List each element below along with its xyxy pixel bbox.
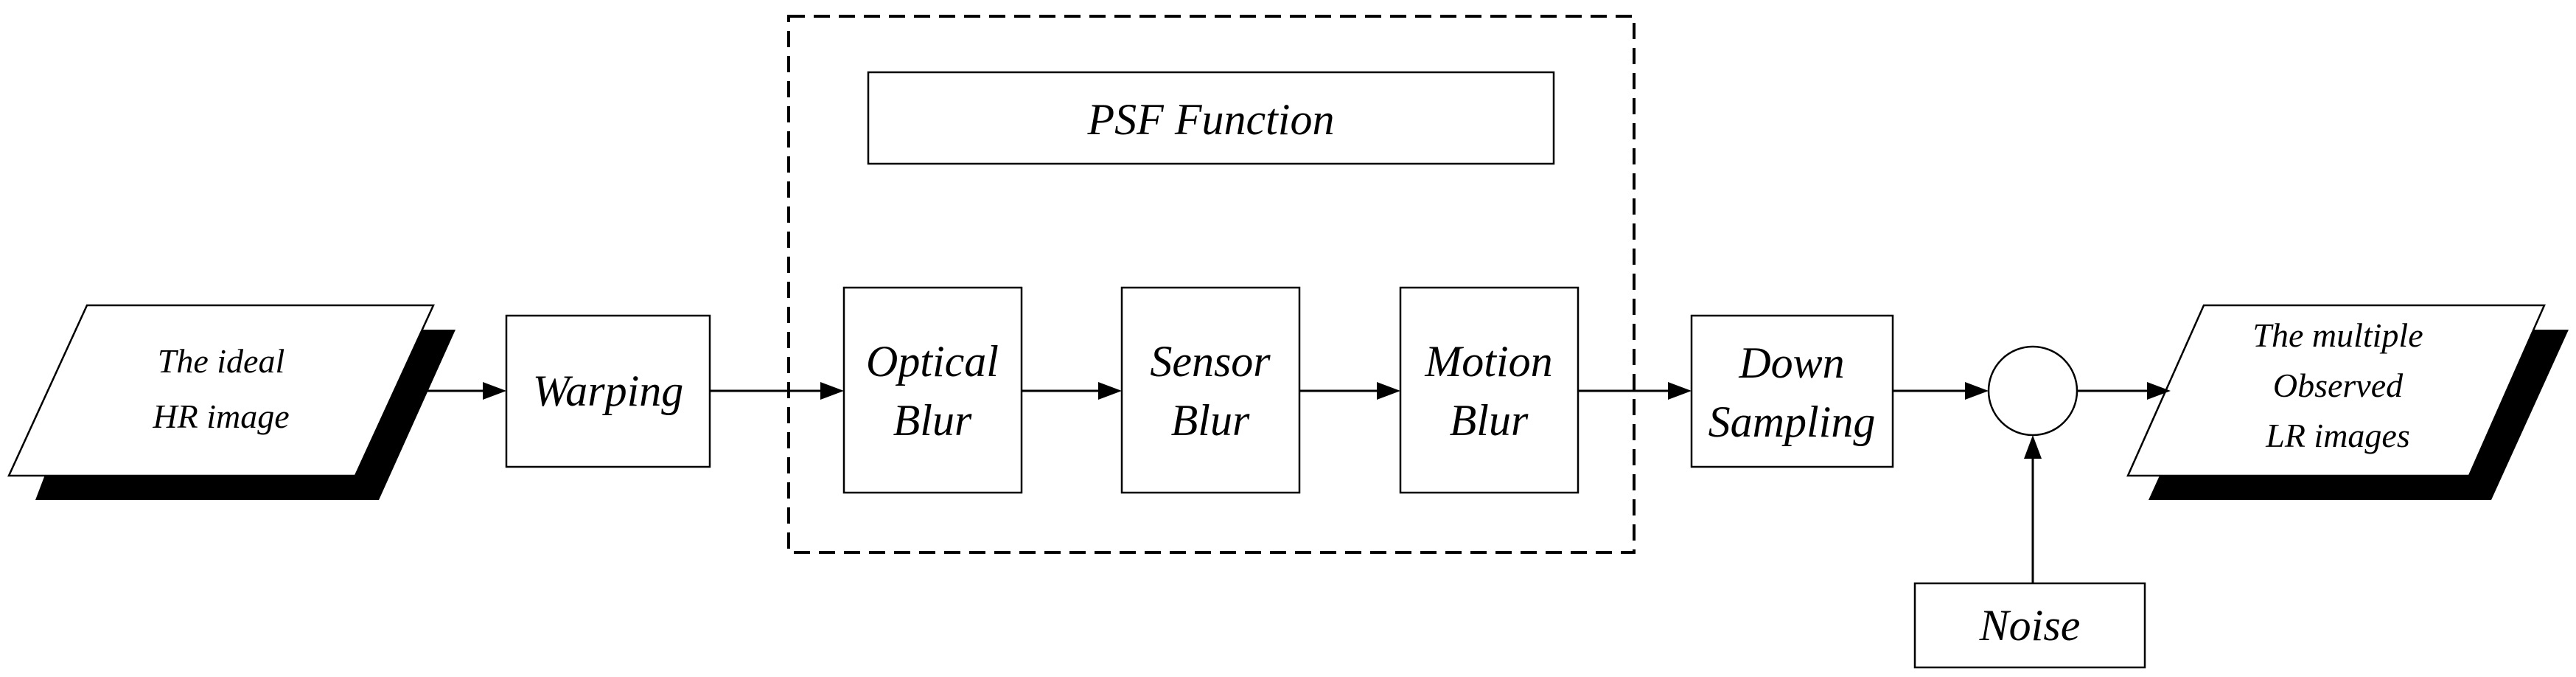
arrow-motion-blur-to-down-sampling (1578, 382, 1692, 400)
sensor-blur-label-line2: Blur (1171, 396, 1250, 445)
input-label-line1: The ideal (158, 342, 285, 380)
optical-blur-label-line2: Blur (893, 396, 972, 445)
warping-label: Warping (533, 367, 684, 415)
down-sampling-label-line1: Down (1738, 338, 1844, 387)
psf-function-label: PSF Function (1087, 95, 1335, 144)
arrow-warping-to-optical-blur (710, 382, 844, 400)
sum-junction-circle (1987, 345, 2078, 437)
noise-label: Noise (1979, 601, 2081, 650)
motion-blur-label-line2: Blur (1450, 396, 1529, 445)
output-label-line2: Observed (2273, 367, 2404, 404)
motion-blur-label-line1: Motion (1424, 337, 1552, 386)
output-label-line3: LR images (2265, 417, 2410, 454)
optical-blur-node: Optical Blur (842, 286, 1023, 494)
noise-node: Noise (1913, 582, 2146, 669)
psf-function-node: PSF Function (867, 71, 1555, 165)
input-hr-image-node: The ideal HR image (7, 304, 455, 500)
down-sampling-label-line2: Sampling (1708, 397, 1876, 446)
output-lr-images-node: The multiple Observed LR images (2126, 304, 2569, 500)
sensor-blur-node: Sensor Blur (1120, 286, 1301, 494)
psf-group-border (787, 15, 1636, 554)
sensor-blur-label-line1: Sensor (1150, 337, 1271, 386)
arrow-input-to-warping (419, 382, 506, 400)
motion-blur-node: Motion Blur (1399, 286, 1580, 494)
arrow-down-sampling-to-junction (1893, 382, 1989, 400)
arrow-junction-to-output (2077, 382, 2171, 400)
arrow-noise-to-junction (2024, 435, 2042, 583)
arrow-sensor-to-motion-blur (1299, 382, 1400, 400)
output-label-line1: The multiple (2252, 316, 2423, 354)
arrow-optical-to-sensor-blur (1022, 382, 1122, 400)
optical-blur-label-line1: Optical (866, 337, 999, 386)
warping-node: Warping (505, 314, 711, 468)
down-sampling-node: Down Sampling (1690, 314, 1894, 468)
input-label-line2: HR image (152, 397, 289, 435)
